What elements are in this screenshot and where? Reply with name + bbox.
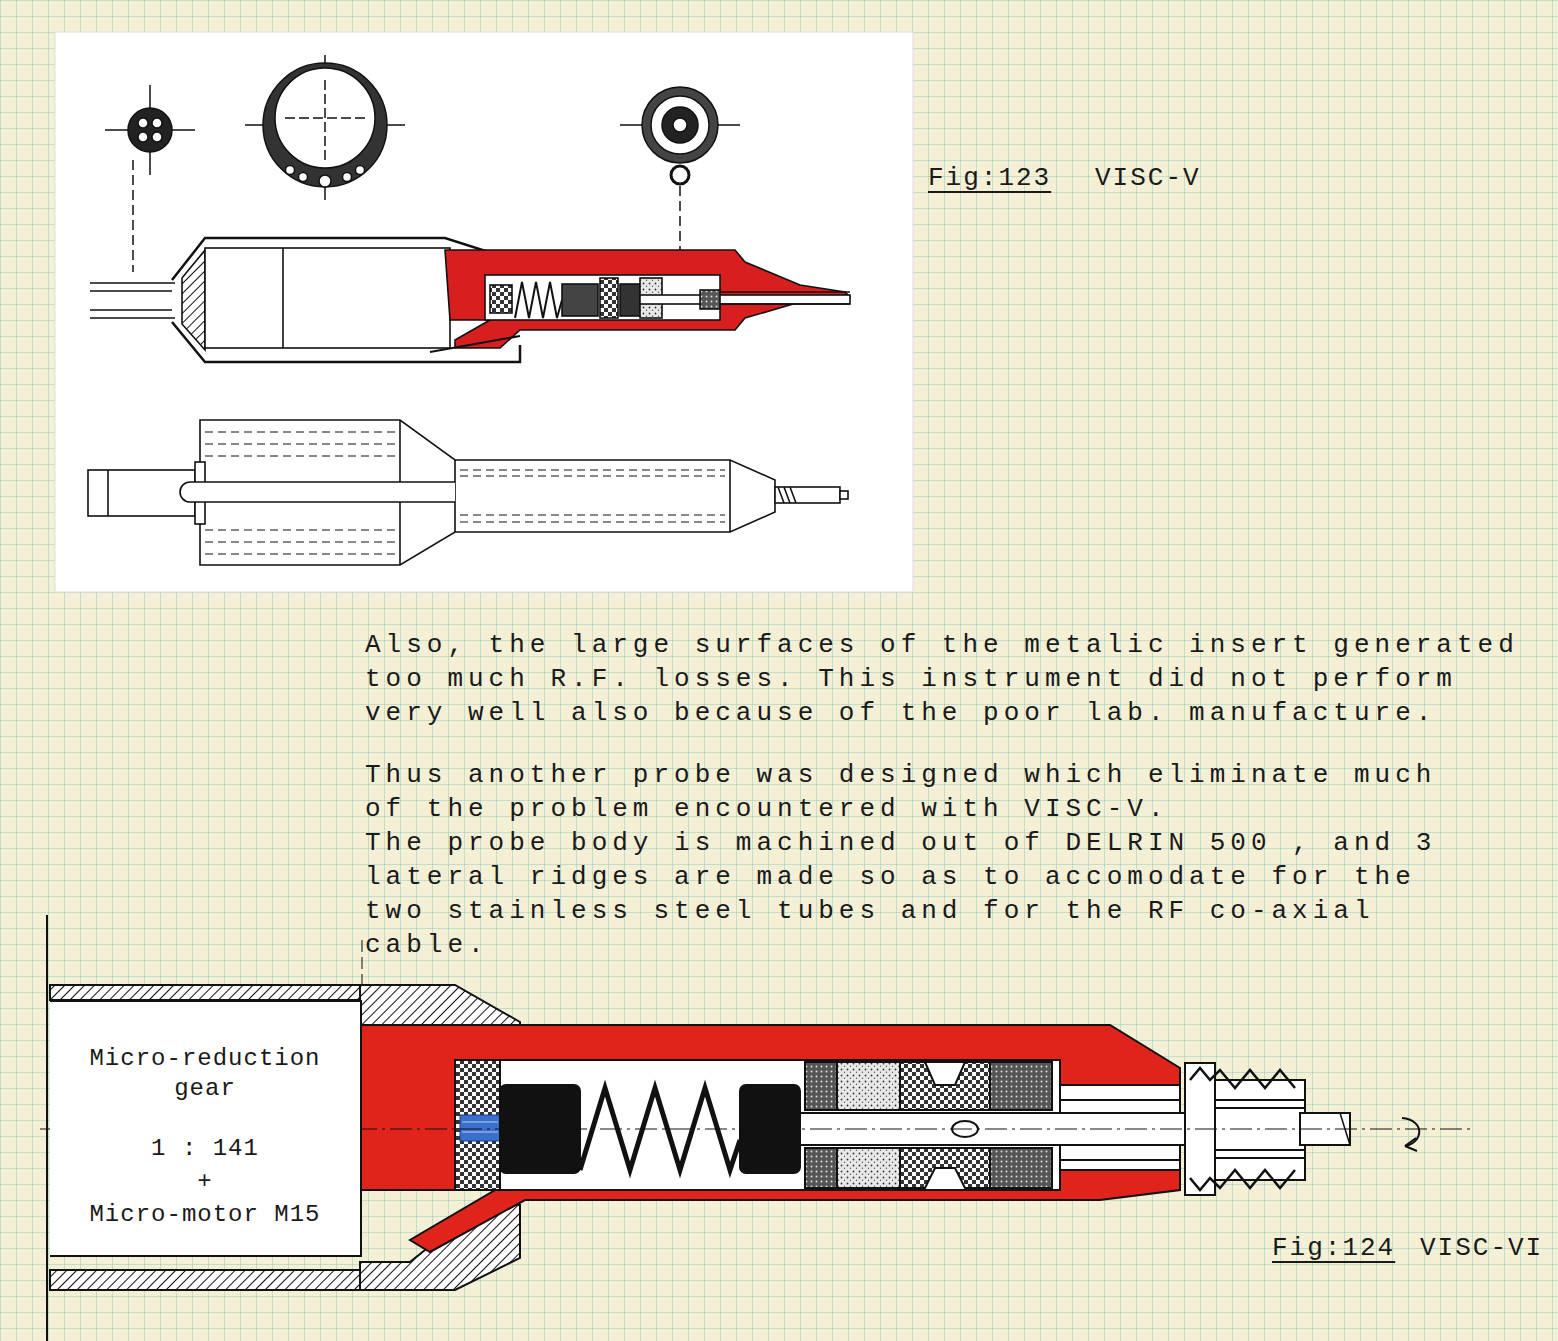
figure-number: Fig:123 [928, 162, 1051, 194]
note-text: Thus another probe was designed which el… [365, 758, 1445, 826]
box-text: Micro-reduction gear [68, 1044, 342, 1104]
motor-gear-box: Micro-reduction gear 1 : 141+Micro-motor … [50, 1000, 362, 1257]
box-text: 1 : 141 [151, 1134, 259, 1164]
drawing-title: VISC-V [1095, 162, 1201, 194]
drawing-title: VISC-VI [1420, 1232, 1543, 1264]
figure-number: Fig:124 [1272, 1232, 1395, 1264]
note-text: The probe body is machined out of DELRIN… [365, 826, 1445, 962]
box-text: Micro-motor M15 [89, 1200, 320, 1230]
note-text: Also, the large surfaces of the metalic … [365, 628, 1537, 730]
box-text: + [197, 1167, 212, 1197]
